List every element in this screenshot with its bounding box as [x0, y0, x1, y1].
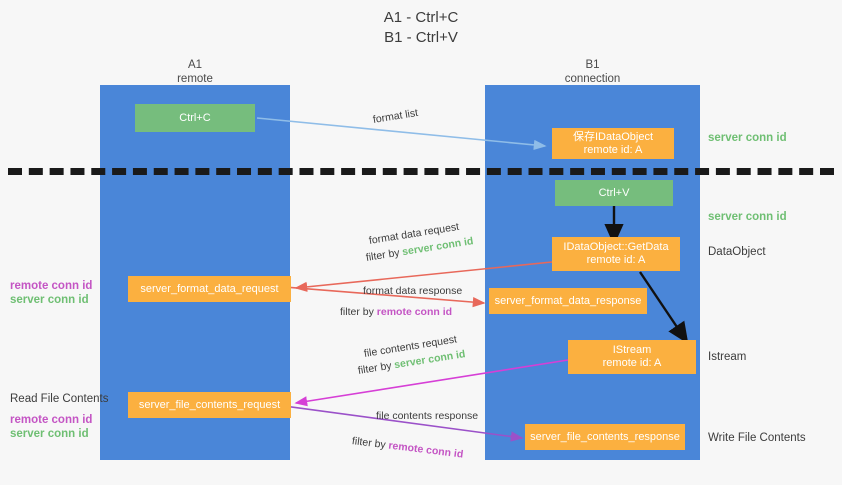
arrow-file-contents-request	[294, 359, 569, 407]
node-server-format-data-response-label: server_format_data_response	[494, 294, 642, 307]
node-istream[interactable]: IStream remote id: A	[568, 340, 696, 374]
arrow-getdata-to-istream	[639, 271, 689, 344]
annotation-dataobject: DataObject	[708, 246, 766, 258]
arrow-format-data-request	[294, 261, 553, 292]
node-istream-line1: IStream	[612, 344, 652, 356]
annotation-read-file-contents: Read File Contents	[10, 393, 109, 405]
node-idataobject-getdata[interactable]: IDataObject::GetData remote id: A	[552, 237, 680, 271]
arrow-label-file-contents-response: file contents response	[376, 410, 479, 422]
node-save-idataobject-line2: remote id: A	[583, 143, 643, 156]
annotation-server-conn-id-mid: server conn id	[708, 211, 787, 223]
node-server-format-data-request-label: server_format_data_request	[140, 282, 279, 295]
annotation-istream: Istream	[708, 351, 747, 363]
arrow-format-list	[256, 117, 547, 151]
arrow-label-format-data-response-filter: filter by remote conn id	[340, 305, 452, 319]
annotation-server-conn-id-top: server conn id	[708, 132, 787, 144]
lane-b1-name: B1	[585, 59, 600, 71]
annotation-server-conn-id-bottom: server conn id	[10, 428, 89, 440]
node-save-idataobject[interactable]: 保存IDataObject remote id: A	[552, 128, 674, 159]
node-server-file-contents-request[interactable]: server_file_contents_request	[128, 392, 291, 418]
filter-prefix-2: filter by	[340, 306, 377, 318]
filter-key-2: remote conn id	[376, 306, 453, 318]
annotation-server-conn-id-left-mid: server conn id	[10, 294, 89, 306]
arrow-label-format-data-response: format data response	[363, 285, 463, 297]
title-line-1: A1 - Ctrl+C	[383, 9, 459, 26]
node-ctrl-c[interactable]: Ctrl+C	[135, 104, 255, 132]
lane-a1-name: A1	[187, 59, 203, 71]
node-server-format-data-request[interactable]: server_format_data_request	[128, 276, 291, 302]
node-ctrl-c-label: Ctrl+C	[179, 111, 211, 124]
node-server-file-contents-request-label: server_file_contents_request	[138, 398, 281, 411]
title-line-2: B1 - Ctrl+V	[384, 29, 458, 46]
node-istream-line2: remote id: A	[602, 357, 662, 369]
node-ctrl-v[interactable]: Ctrl+V	[555, 180, 673, 206]
node-server-file-contents-response-label: server_file_contents_response	[530, 430, 680, 443]
phase-divider	[8, 168, 834, 175]
node-getdata-line2: remote id: A	[586, 254, 646, 266]
annotation-remote-conn-id-mid: remote conn id	[10, 280, 93, 292]
lane-b1-sub: connection	[564, 73, 621, 85]
lane-header-b1: B1 connection	[485, 58, 700, 86]
node-server-file-contents-response[interactable]: server_file_contents_response	[525, 424, 685, 450]
lane-header-a1: A1 remote	[100, 58, 290, 86]
annotation-write-file-contents: Write File Contents	[708, 432, 806, 444]
node-ctrl-v-label: Ctrl+V	[598, 186, 630, 199]
node-getdata-line1: IDataObject::GetData	[563, 241, 669, 253]
node-save-idataobject-line1: 保存IDataObject	[572, 130, 654, 143]
node-server-format-data-response[interactable]: server_format_data_response	[489, 288, 647, 314]
page-title: A1 - Ctrl+C B1 - Ctrl+V	[0, 8, 842, 48]
annotation-remote-conn-id-bottom: remote conn id	[10, 414, 93, 426]
lane-a1-sub: remote	[177, 73, 213, 85]
